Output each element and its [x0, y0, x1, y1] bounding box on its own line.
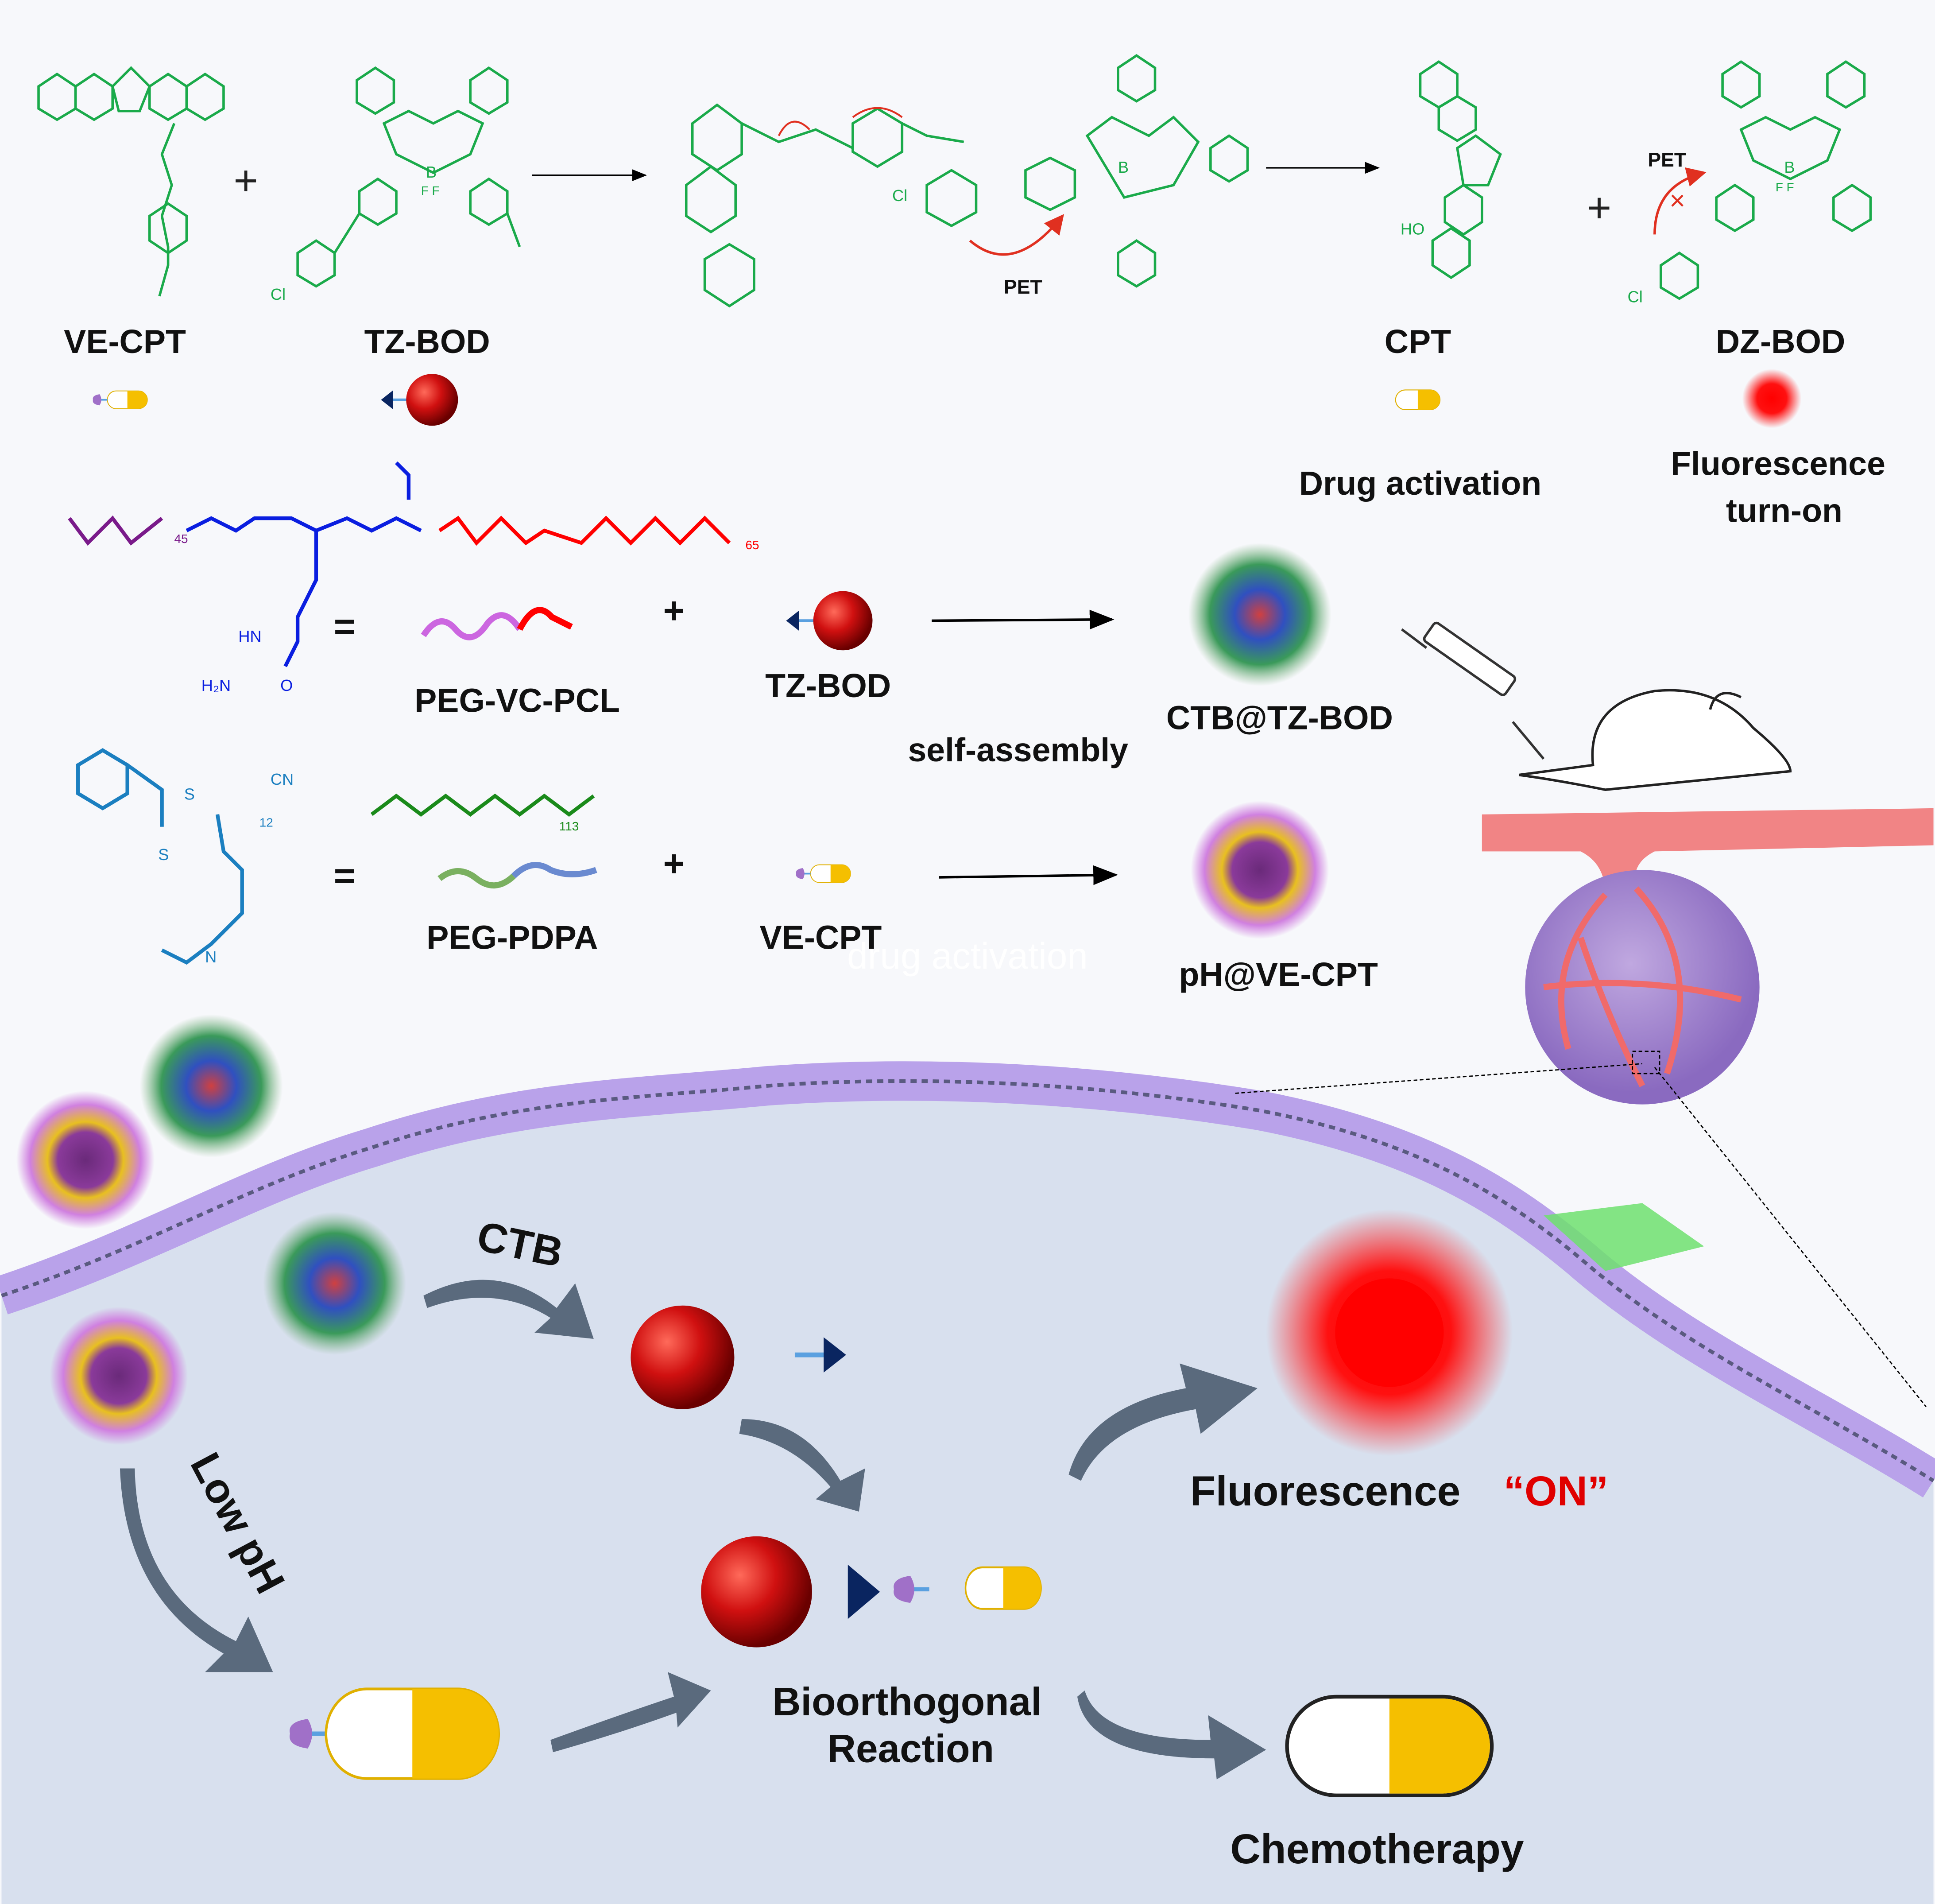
- atom-o: O: [280, 676, 293, 694]
- peg-vc-pcl-structure: [68, 461, 731, 667]
- fluorescence-core-icon: [1335, 1278, 1444, 1387]
- atom-b: B: [1118, 158, 1129, 176]
- zoom-line: [1654, 1067, 1927, 1408]
- drug-activation-label: Drug activation: [1299, 465, 1542, 502]
- cpt-capsule-icon: [1285, 1695, 1494, 1797]
- on-label: “ON”: [1504, 1468, 1609, 1515]
- bioorthogonal-label: Reaction: [828, 1726, 994, 1771]
- tz-bod-icon: [631, 1305, 846, 1409]
- syringe-icon: [1401, 621, 1545, 760]
- atom-cl: Cl: [1628, 288, 1643, 306]
- label-tz-bod: TZ-BOD: [364, 323, 490, 360]
- pcl-segment-icon: [517, 607, 573, 631]
- membrane-channel: [1544, 1203, 1704, 1271]
- electron-arrow: [778, 107, 903, 136]
- cpt-icon: [1395, 389, 1441, 411]
- self-assembly-label: self-assembly: [908, 731, 1128, 768]
- process-arrow: [739, 1419, 865, 1512]
- ve-cpt-structure: [37, 66, 225, 297]
- process-arrow: [1068, 1363, 1258, 1481]
- label-peg-vc-pcl: PEG-VC-PCL: [414, 682, 620, 719]
- process-arrow: [550, 1672, 711, 1753]
- bioorthogonal-label: Bioorthogonal: [772, 1679, 1042, 1724]
- peg-pdpa-structure: [76, 748, 595, 965]
- atom-cn: CN: [271, 770, 294, 788]
- ctb-tz-bod-micelle: [1188, 543, 1331, 686]
- plus-sign: +: [1587, 185, 1611, 232]
- label-tz-bod: TZ-BOD: [765, 667, 891, 704]
- membrane-core: [1, 1079, 1935, 1482]
- block-x-icon: ×: [1669, 186, 1685, 216]
- ve-cpt-icon: [290, 1687, 500, 1780]
- ctb-tz-bod-micelle: [139, 1014, 283, 1158]
- pcl-repeat-count: 65: [745, 538, 759, 552]
- peg-pdpa-icon: [437, 868, 516, 889]
- fluorescence-dot-icon: [1742, 369, 1802, 428]
- ph-ve-cpt-micelle: [50, 1307, 188, 1445]
- label-ve-cpt: VE-CPT: [760, 919, 882, 956]
- atom-cl: Cl: [892, 186, 907, 205]
- watermark-text: drug activation: [847, 935, 1088, 977]
- cpt-structure: [1419, 60, 1502, 279]
- label-ph-ve-cpt: pH@VE-CPT: [1179, 956, 1378, 993]
- atom-h2n: H₂N: [201, 676, 231, 694]
- peg-repeat-count: 45: [174, 532, 188, 546]
- fluorescence-label: Fluorescence: [1190, 1468, 1461, 1515]
- process-arrow: [1077, 1690, 1266, 1780]
- plus-sign: +: [663, 842, 685, 884]
- assembly-arrow: [939, 865, 1118, 885]
- assembly-arrow: [932, 609, 1115, 630]
- label-dz-bod: DZ-BOD: [1716, 323, 1845, 360]
- label-ve-cpt: VE-CPT: [64, 323, 186, 360]
- equals-sign: =: [334, 605, 356, 647]
- pet-label: PET: [1648, 149, 1686, 171]
- tz-bod-icon: [381, 374, 458, 426]
- bioorthogonal-conjugate-icon: [701, 1536, 1041, 1648]
- label-peg-pdpa: PEG-PDPA: [426, 919, 598, 956]
- atom-b: B: [426, 163, 437, 181]
- ph-ve-cpt-micelle: [16, 1090, 155, 1229]
- fluorescence-turn-on-label: turn-on: [1726, 492, 1842, 529]
- zoom-line: [1235, 1063, 1643, 1094]
- fluorescence-turn-on-label: Fluorescence: [1671, 445, 1885, 482]
- peg-repeat-count: 113: [559, 819, 579, 833]
- atom-f: F F: [1776, 180, 1794, 194]
- atom-s: S: [158, 845, 169, 864]
- pdpa-segment-icon: [511, 862, 597, 879]
- plus-sign: +: [663, 589, 685, 631]
- blocked-pet-arrow: [1653, 167, 1707, 235]
- tz-bod-structure: [296, 66, 521, 288]
- atom-f: F F: [421, 184, 440, 198]
- peg-vc-pcl-icon: [421, 612, 522, 640]
- ph-ve-cpt-micelle: [1191, 801, 1329, 939]
- dz-bod-structure: [1660, 60, 1872, 300]
- atom-hn: HN: [238, 627, 261, 645]
- pdpa-repeat-count: 12: [259, 816, 273, 830]
- mouse-icon: [1519, 689, 1792, 791]
- tz-bod-icon: [786, 591, 873, 651]
- tumor-vessels: [1543, 886, 1742, 1087]
- equals-sign: =: [334, 855, 356, 896]
- atom-s: S: [184, 785, 195, 803]
- blood-vessel: [1482, 808, 1934, 895]
- ctb-tz-bod-micelle: [263, 1211, 406, 1355]
- label-ctb-tz-bod: CTB@TZ-BOD: [1166, 699, 1393, 737]
- atom-n: N: [205, 948, 217, 966]
- atom-ho: HO: [1401, 220, 1424, 238]
- zoom-box: [1632, 1051, 1660, 1074]
- label-cpt: CPT: [1385, 323, 1451, 360]
- atom-cl: Cl: [271, 285, 286, 303]
- intermediate-structure: [685, 54, 1249, 308]
- atom-b: B: [1784, 158, 1795, 176]
- plus-sign: +: [233, 157, 258, 204]
- process-arrow: [423, 1280, 594, 1339]
- pet-label: PET: [1004, 276, 1042, 298]
- process-arrow: [120, 1468, 273, 1672]
- chemotherapy-label: Chemotherapy: [1230, 1826, 1524, 1873]
- pet-arrow: [969, 214, 1064, 256]
